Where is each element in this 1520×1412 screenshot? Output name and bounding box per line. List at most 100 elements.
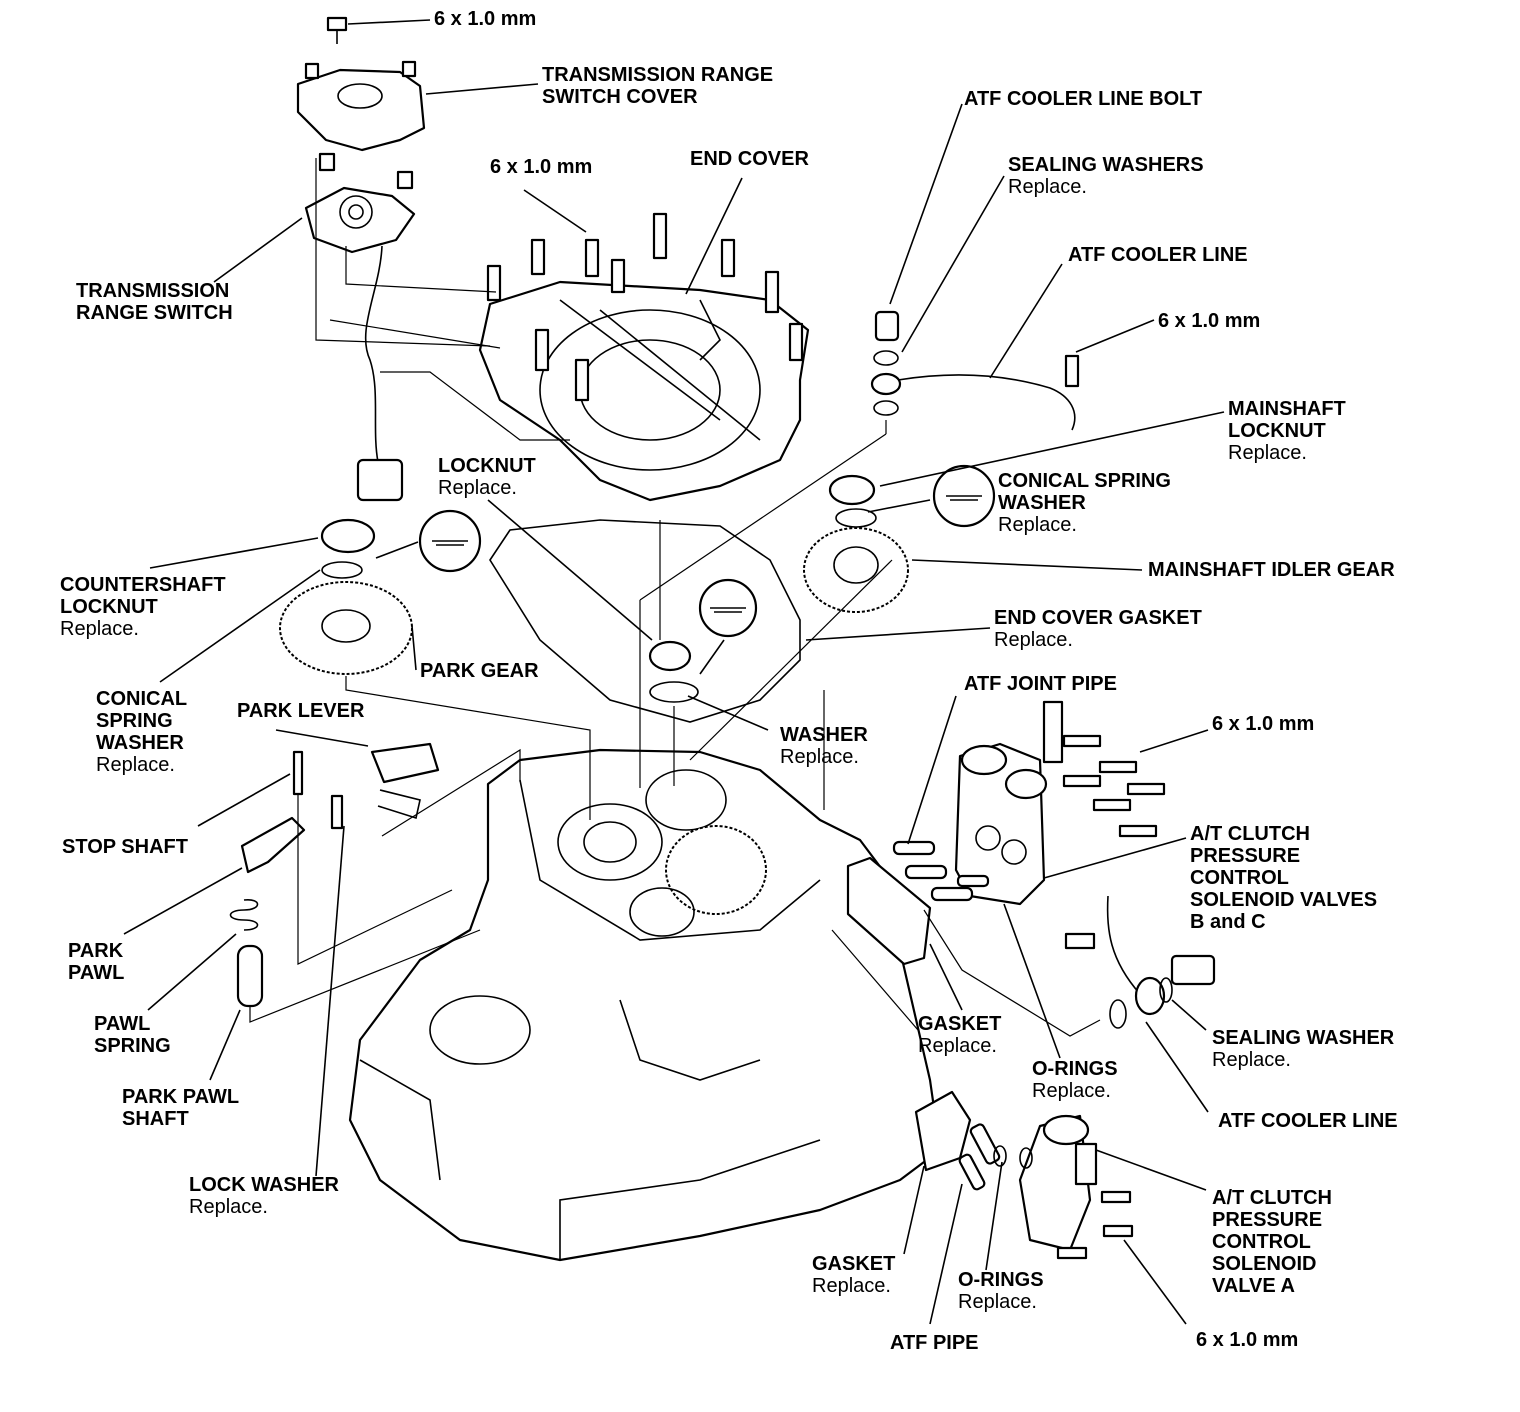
- detail-circles: [418, 464, 996, 638]
- label-name: GASKET: [812, 1253, 896, 1275]
- label-gasket-lower: GASKET Replace.: [812, 1253, 895, 1297]
- label-name: PARK LEVER: [237, 700, 365, 722]
- label-cooler-line-bolt-size: 6 x 1.0 mm: [1158, 310, 1260, 332]
- label-note: Replace.: [780, 746, 859, 768]
- label-name: CONTROL: [1212, 1231, 1311, 1253]
- label-name: WASHER: [780, 724, 868, 746]
- label-end-cover-bolt: 6 x 1.0 mm: [490, 156, 592, 178]
- label-name: PARK: [68, 940, 124, 962]
- range-switch-part: [304, 152, 416, 502]
- label-name: GASKET: [918, 1013, 1002, 1035]
- label-mainshaft-locknut: MAINSHAFT LOCKNUT Replace.: [1228, 398, 1346, 464]
- label-park-gear: PARK GEAR: [420, 660, 539, 682]
- label-sealing-washers: SEALING WASHERS Replace.: [1008, 154, 1204, 198]
- cooler-line-upper-part: [870, 310, 1080, 431]
- label-park-pawl-shaft: PARK PAWL SHAFT: [122, 1086, 239, 1130]
- label-end-cover-gasket: END COVER GASKET Replace.: [994, 607, 1202, 651]
- label-name: LOCKNUT: [438, 455, 536, 477]
- label-name: LOCKNUT: [1228, 420, 1326, 442]
- park-mechanism-parts: [229, 742, 440, 1008]
- label-top-bolt: 6 x 1.0 mm: [434, 8, 536, 30]
- locknut-stack-part: [648, 640, 699, 703]
- label-name: SEALING WASHER: [1212, 1027, 1395, 1049]
- solenoid-bc-bolt-parts: [1062, 734, 1166, 838]
- label-conical-spring-washer-left: CONICAL SPRING WASHER Replace.: [96, 688, 187, 776]
- label-note: Replace.: [60, 618, 139, 640]
- label-solenoid-valves-bc: A/T CLUTCH PRESSURE CONTROL SOLENOID VAL…: [1190, 823, 1377, 933]
- joint-pipe-parts: [892, 840, 990, 902]
- label-name: LOCKNUT: [60, 596, 158, 618]
- label-name: A/T CLUTCH: [1190, 823, 1310, 845]
- label-note: Replace.: [96, 754, 175, 776]
- label-name: SOLENOID: [1212, 1253, 1317, 1275]
- label-name: COUNTERSHAFT: [60, 574, 226, 596]
- label-name: ATF COOLER LINE BOLT: [964, 88, 1203, 110]
- label-name: PAWL: [68, 962, 125, 984]
- lower-gasket-pipe-parts: [914, 1090, 1033, 1191]
- label-name: 6 x 1.0 mm: [490, 156, 593, 178]
- gasket-upper-part: [846, 856, 932, 966]
- label-locknut: LOCKNUT Replace.: [438, 455, 536, 499]
- label-name: RANGE SWITCH: [76, 302, 233, 324]
- end-cover-bolt-parts: [486, 212, 804, 402]
- label-conical-spring-washer-right: CONICAL SPRING WASHER Replace.: [998, 470, 1171, 536]
- label-name: SPRING: [94, 1035, 171, 1057]
- label-pawl-spring: PAWL SPRING: [94, 1013, 171, 1057]
- label-name: SHAFT: [122, 1108, 189, 1130]
- label-name: LOCK WASHER: [189, 1174, 339, 1196]
- label-cooler-line-bolt: ATF COOLER LINE BOLT: [964, 88, 1202, 110]
- label-name: CONICAL: [96, 688, 188, 710]
- alignment-guides: [249, 158, 1101, 1037]
- label-gasket-upper: GASKET Replace.: [918, 1013, 1001, 1057]
- end-cover-gasket-part: [489, 519, 801, 723]
- leader-lines: [123, 19, 1225, 1325]
- label-note: Replace.: [958, 1291, 1037, 1313]
- label-name: MAINSHAFT: [1228, 398, 1346, 420]
- label-end-cover: END COVER: [690, 148, 809, 170]
- label-name: 6 x 1.0 mm: [1196, 1329, 1299, 1351]
- label-name: 6 x 1.0 mm: [1212, 713, 1315, 735]
- label-note: Replace.: [1212, 1049, 1291, 1071]
- transmission-case-part: [348, 748, 942, 1262]
- range-switch-cover-part: [296, 60, 426, 152]
- label-mainshaft-idler-gear: MAINSHAFT IDLER GEAR: [1148, 559, 1395, 581]
- label-stop-shaft: STOP SHAFT: [62, 836, 188, 858]
- label-note: Replace.: [918, 1035, 997, 1057]
- label-o-rings-upper: O-RINGS Replace.: [1032, 1058, 1118, 1102]
- label-solenoid-bolt-size: 6 x 1.0 mm: [1212, 713, 1314, 735]
- top-bolt-part: [326, 16, 348, 44]
- label-name: ATF COOLER LINE: [1068, 244, 1248, 266]
- label-name: 6 x 1.0 mm: [1158, 310, 1261, 332]
- label-note: Replace.: [438, 477, 517, 499]
- label-washer: WASHER Replace.: [780, 724, 868, 768]
- label-name: CONTROL: [1190, 867, 1289, 889]
- label-name: 6 x 1.0 mm: [434, 8, 537, 30]
- label-name: TRANSMISSION RANGE: [542, 64, 774, 86]
- label-atf-joint-pipe: ATF JOINT PIPE: [964, 673, 1117, 695]
- label-name: VALVE A: [1212, 1275, 1295, 1297]
- label-note: Replace.: [994, 629, 1073, 651]
- label-park-lever: PARK LEVER: [237, 700, 364, 722]
- label-name: ATF JOINT PIPE: [964, 673, 1117, 695]
- label-name: END COVER: [690, 148, 809, 170]
- label-name: TRANSMISSION: [76, 280, 230, 302]
- label-o-rings-lower: O-RINGS Replace.: [958, 1269, 1044, 1313]
- label-countershaft-locknut: COUNTERSHAFT LOCKNUT Replace.: [60, 574, 226, 640]
- label-name: PRESSURE: [1212, 1209, 1323, 1231]
- label-note: Replace.: [189, 1196, 268, 1218]
- label-name: WASHER: [998, 492, 1086, 514]
- label-name: MAINSHAFT IDLER GEAR: [1148, 559, 1395, 581]
- label-name: CONICAL SPRING: [998, 470, 1171, 492]
- label-name: SWITCH COVER: [542, 86, 698, 108]
- countershaft-stack-part: [279, 518, 413, 675]
- label-name: WASHER: [96, 732, 184, 754]
- label-note: Replace.: [812, 1275, 891, 1297]
- label-sealing-washer: SEALING WASHER Replace.: [1212, 1027, 1394, 1071]
- label-name: PRESSURE: [1190, 845, 1301, 867]
- cooler-line-lower-part: [1064, 895, 1216, 1029]
- end-cover-part: [478, 212, 810, 502]
- label-solenoid-valve-a: A/T CLUTCH PRESSURE CONTROL SOLENOID VAL…: [1212, 1187, 1332, 1297]
- label-park-pawl: PARK PAWL: [68, 940, 124, 984]
- label-name: PARK PAWL: [122, 1086, 240, 1108]
